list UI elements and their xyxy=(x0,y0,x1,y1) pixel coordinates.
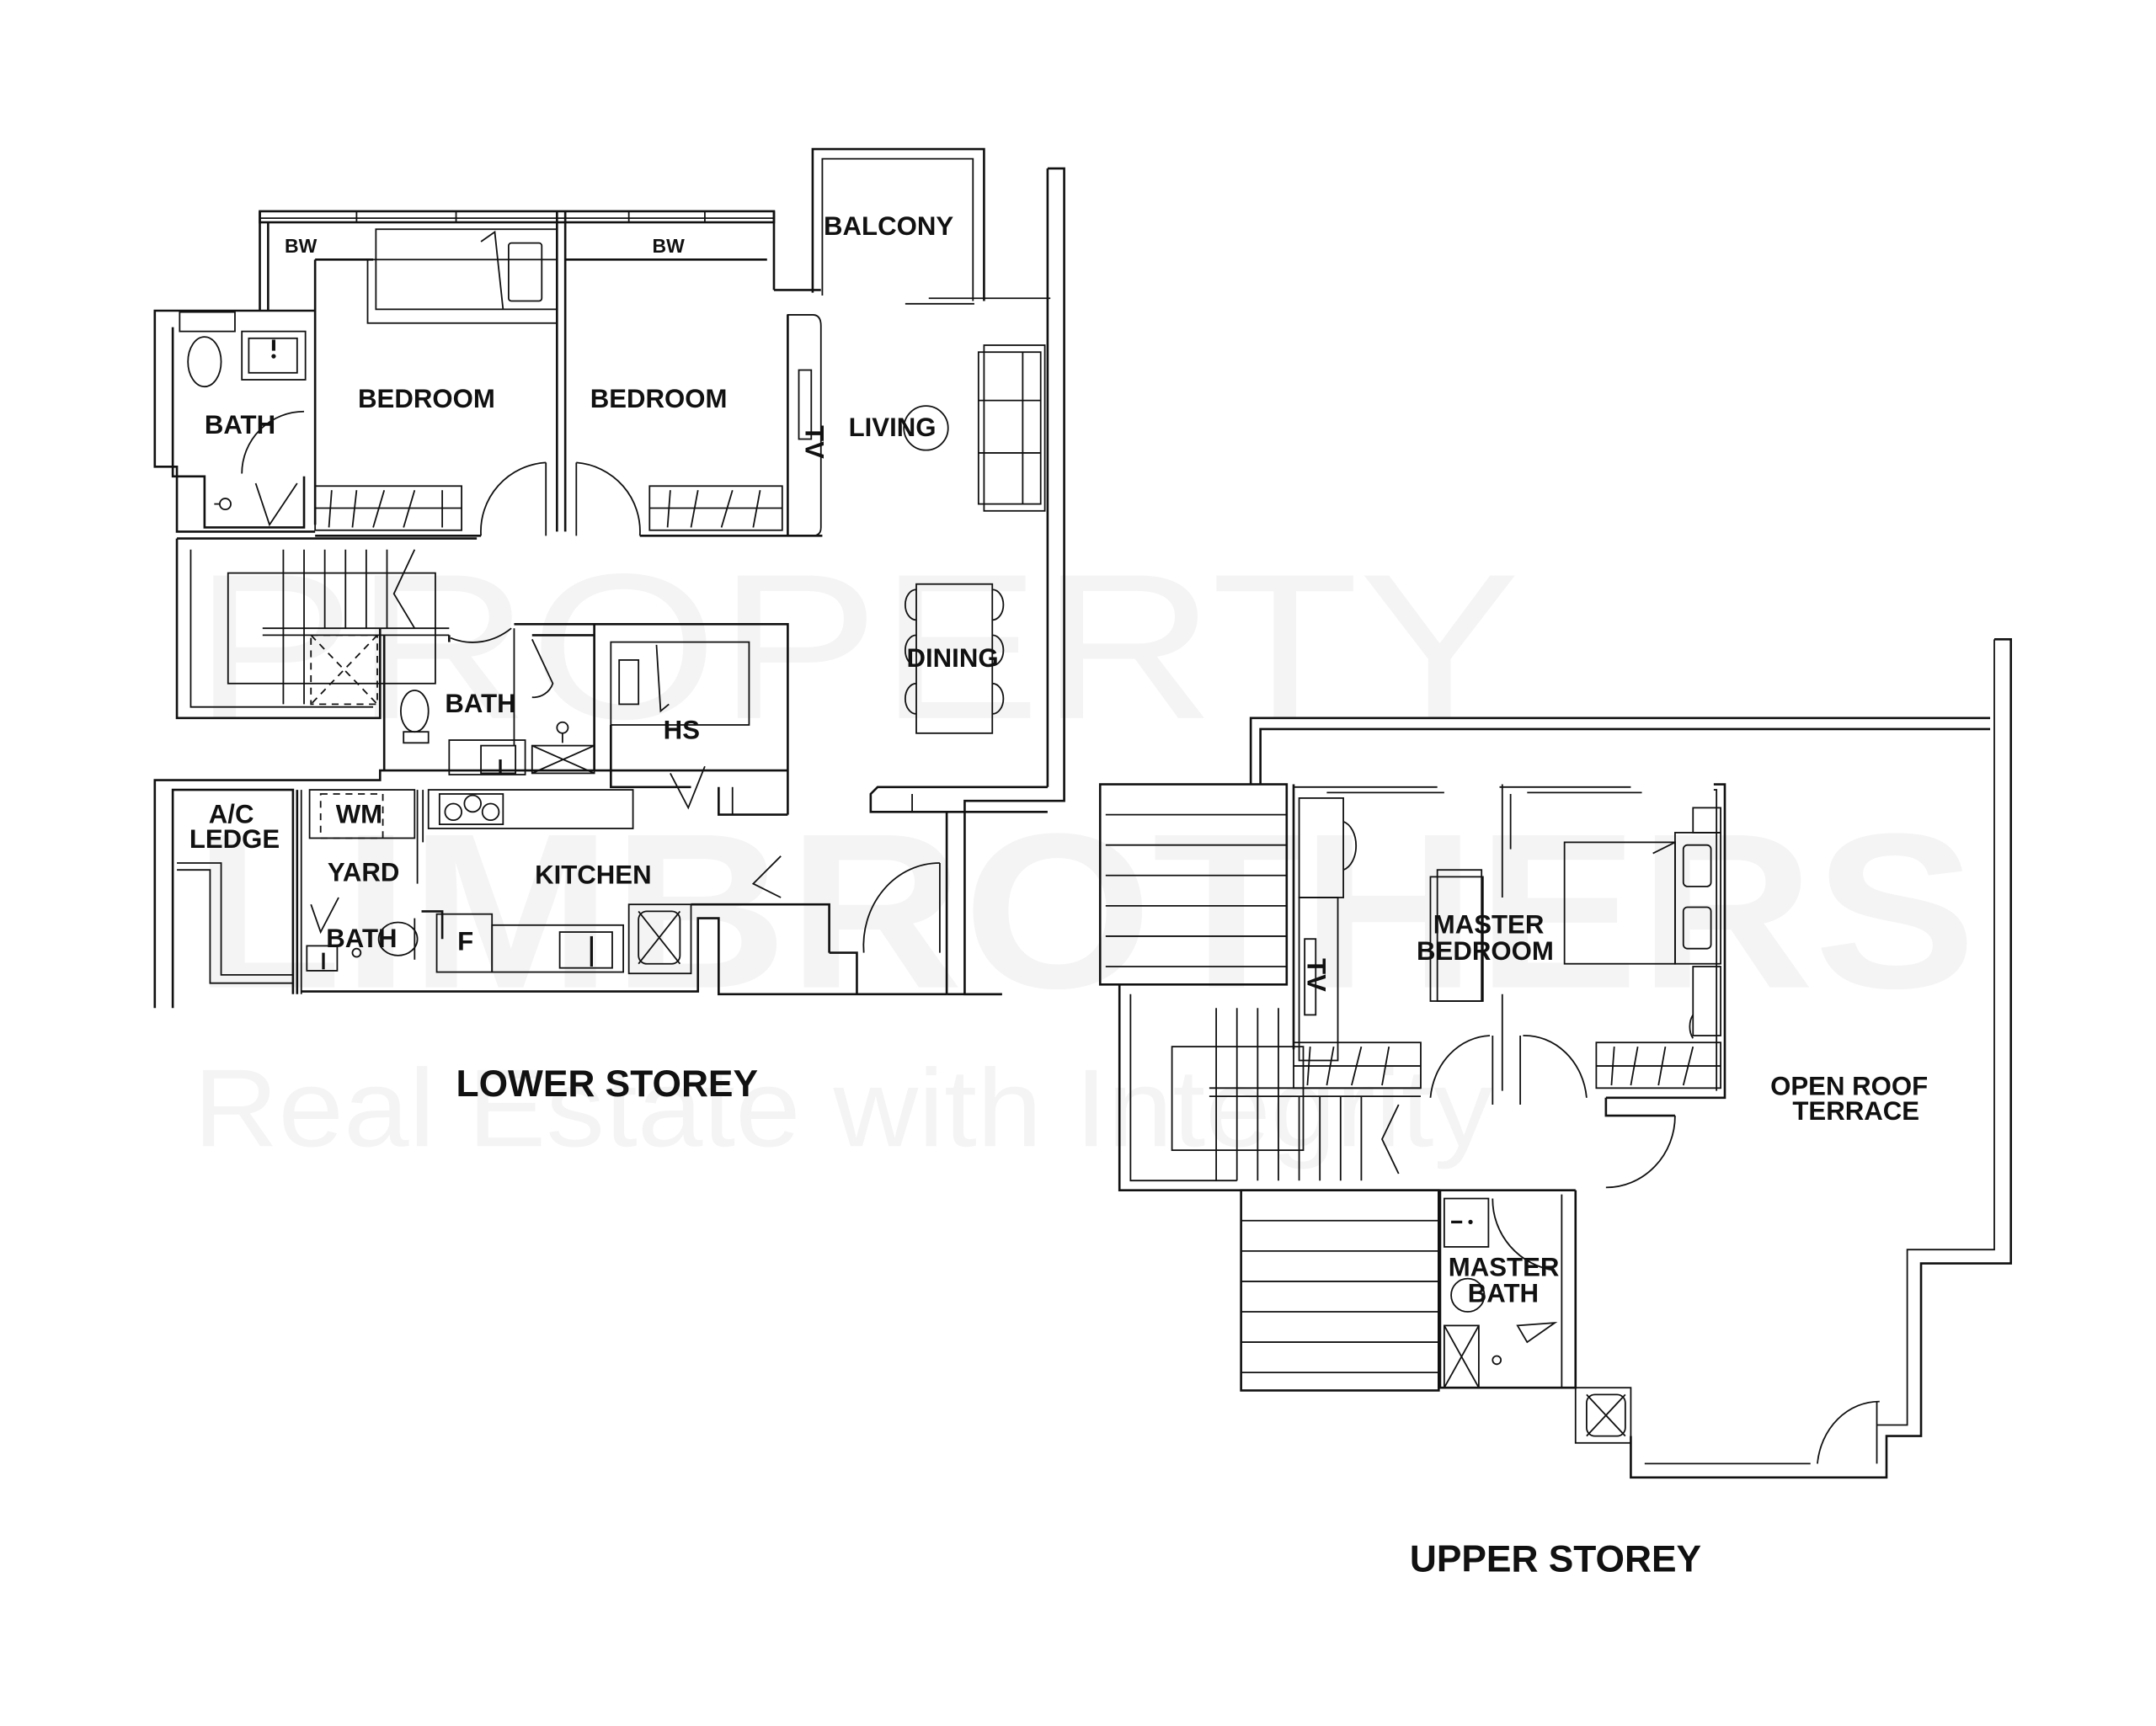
lower-storey-title: LOWER STOREY xyxy=(456,1063,759,1105)
label-dining: DINING xyxy=(907,643,999,673)
label-bath-2: BATH xyxy=(445,689,515,718)
bed-bedroom-1 xyxy=(366,228,558,324)
balcony-walls xyxy=(811,147,1051,305)
staircase-upper-top xyxy=(1098,783,1289,986)
upper-storey-plan: TV xyxy=(1098,638,2013,1479)
bath-1-walls xyxy=(153,309,316,533)
lower-storey-plan: TV xyxy=(153,147,1065,1009)
watermark-line1: PROPERTY xyxy=(194,531,1520,763)
label-bedroom-2: BEDROOM xyxy=(590,384,728,413)
bath-2-walls xyxy=(382,622,789,815)
terrace-boundary xyxy=(1249,638,2013,1479)
label-living: LIVING xyxy=(849,413,937,442)
label-terrace-2: TERRACE xyxy=(1792,1096,1919,1126)
label-master-bedroom-1: MASTER xyxy=(1433,910,1545,940)
label-bedroom-1: BEDROOM xyxy=(358,384,495,413)
wardrobes-upper xyxy=(1293,1035,1721,1189)
tv-label-upper: TV xyxy=(1301,958,1331,992)
tv-label-lower: TV xyxy=(800,425,830,459)
label-bath-1: BATH xyxy=(205,410,275,439)
watermark-tagline: Real Estate with Integrity xyxy=(194,1046,1493,1169)
label-bw-right: BW xyxy=(653,235,686,257)
bedroom-doors xyxy=(315,461,823,537)
label-master-bedroom-2: BEDROOM xyxy=(1417,936,1554,966)
label-ac-ledge-2: LEDGE xyxy=(189,824,280,854)
label-master-bath-1: MASTER xyxy=(1449,1252,1560,1281)
bath-3 xyxy=(306,897,419,972)
label-yard: YARD xyxy=(328,857,399,887)
staircase-lower xyxy=(175,537,478,720)
sofa xyxy=(903,344,1046,512)
label-balcony: BALCONY xyxy=(824,211,953,241)
wardrobes-lower xyxy=(314,485,783,531)
staircase-upper-bottom xyxy=(1240,1189,1440,1392)
label-wm: WM xyxy=(336,799,382,828)
upper-storey-title: UPPER STOREY xyxy=(1410,1538,1701,1580)
label-fridge: F xyxy=(457,926,473,956)
label-master-bath-2: BATH xyxy=(1468,1279,1539,1308)
yard-and-wm xyxy=(308,789,424,884)
hs-room xyxy=(610,641,788,816)
master-bedroom-walls: TV xyxy=(1292,783,1726,1100)
kitchen-counters xyxy=(301,789,1002,996)
label-terrace-1: OPEN ROOF xyxy=(1770,1072,1928,1101)
ac-ledge-walls xyxy=(153,769,788,1009)
label-hs: HS xyxy=(664,715,700,744)
label-bath-3: BATH xyxy=(326,924,397,953)
dining-table xyxy=(905,583,1005,734)
label-ac-ledge-1: A/C xyxy=(209,799,254,828)
master-bath xyxy=(1438,1190,1632,1444)
label-bw-left: BW xyxy=(285,235,318,257)
label-kitchen: KITCHEN xyxy=(535,860,652,890)
living-tv-unit: TV xyxy=(772,210,830,537)
